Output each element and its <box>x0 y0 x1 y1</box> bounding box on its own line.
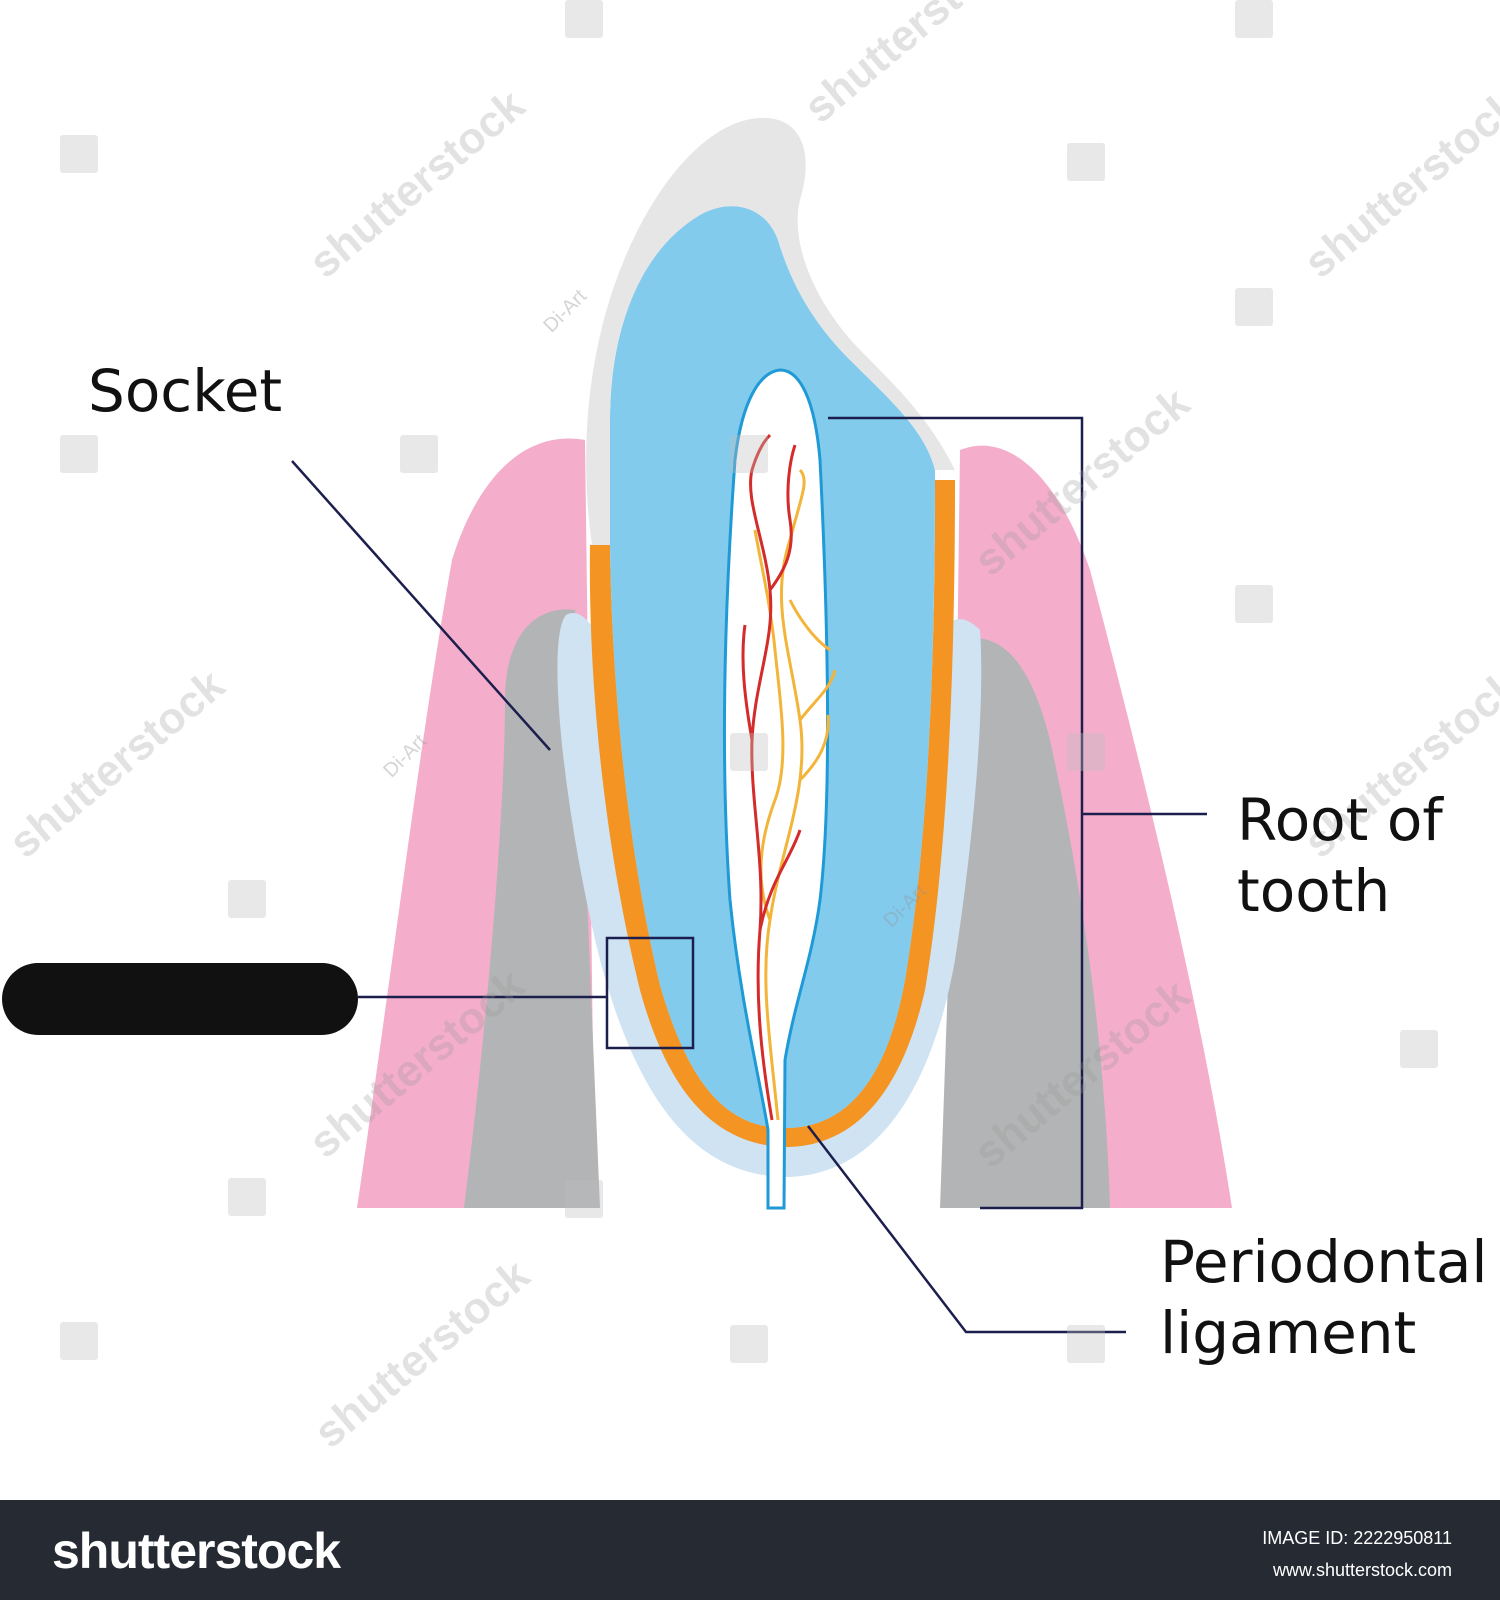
watermark-square <box>565 1180 603 1218</box>
arteries <box>741 433 802 1121</box>
label-socket-text: Socket <box>88 357 283 425</box>
socket-leader <box>291 460 551 751</box>
watermark-square <box>730 733 768 771</box>
watermark-square <box>1067 143 1105 181</box>
watermark-square <box>228 880 266 918</box>
enamel <box>586 117 955 545</box>
redacted-label <box>2 963 358 1035</box>
label-root-line1: Root of <box>1237 786 1443 854</box>
label-pdl-line2: ligament <box>1160 1298 1417 1367</box>
footer-image-id: IMAGE ID: 2222950811 <box>1262 1528 1452 1548</box>
watermark-square <box>60 135 98 173</box>
watermark-square <box>60 1322 98 1360</box>
pdl-leader <box>807 1125 1126 1334</box>
watermark-square <box>400 435 438 473</box>
watermark-square <box>1235 288 1273 326</box>
watermark-square <box>730 1325 768 1363</box>
tooth-diagram <box>291 117 1232 1334</box>
label-root-of-tooth: Root of tooth <box>1237 785 1443 927</box>
watermark-square <box>1067 733 1105 771</box>
leader-lines <box>291 416 1207 1334</box>
watermark-square <box>1400 1030 1438 1068</box>
watermark-square <box>1067 1325 1105 1363</box>
zoom-box <box>605 936 695 1050</box>
watermark-square <box>730 435 768 473</box>
watermark-square <box>60 435 98 473</box>
label-periodontal-ligament: Periodontal ligament <box>1160 1227 1488 1369</box>
label-pdl-line1: Periodontal <box>1160 1228 1488 1296</box>
watermark-square <box>565 0 603 38</box>
watermark-square <box>228 1178 266 1216</box>
footer-bar: shutterstock IMAGE ID: 2222950811 www.sh… <box>0 1500 1500 1600</box>
label-socket: Socket <box>88 356 282 427</box>
footer-brand-logo: shutterstock <box>52 1523 341 1579</box>
label-root-line2: tooth <box>1237 856 1391 925</box>
watermark-square <box>1235 0 1273 38</box>
pulp-canal <box>723 368 830 1210</box>
watermark-square <box>1235 585 1273 623</box>
alveolar-bone <box>464 609 1110 1208</box>
footer-url: www.shutterstock.com <box>1272 1560 1452 1580</box>
